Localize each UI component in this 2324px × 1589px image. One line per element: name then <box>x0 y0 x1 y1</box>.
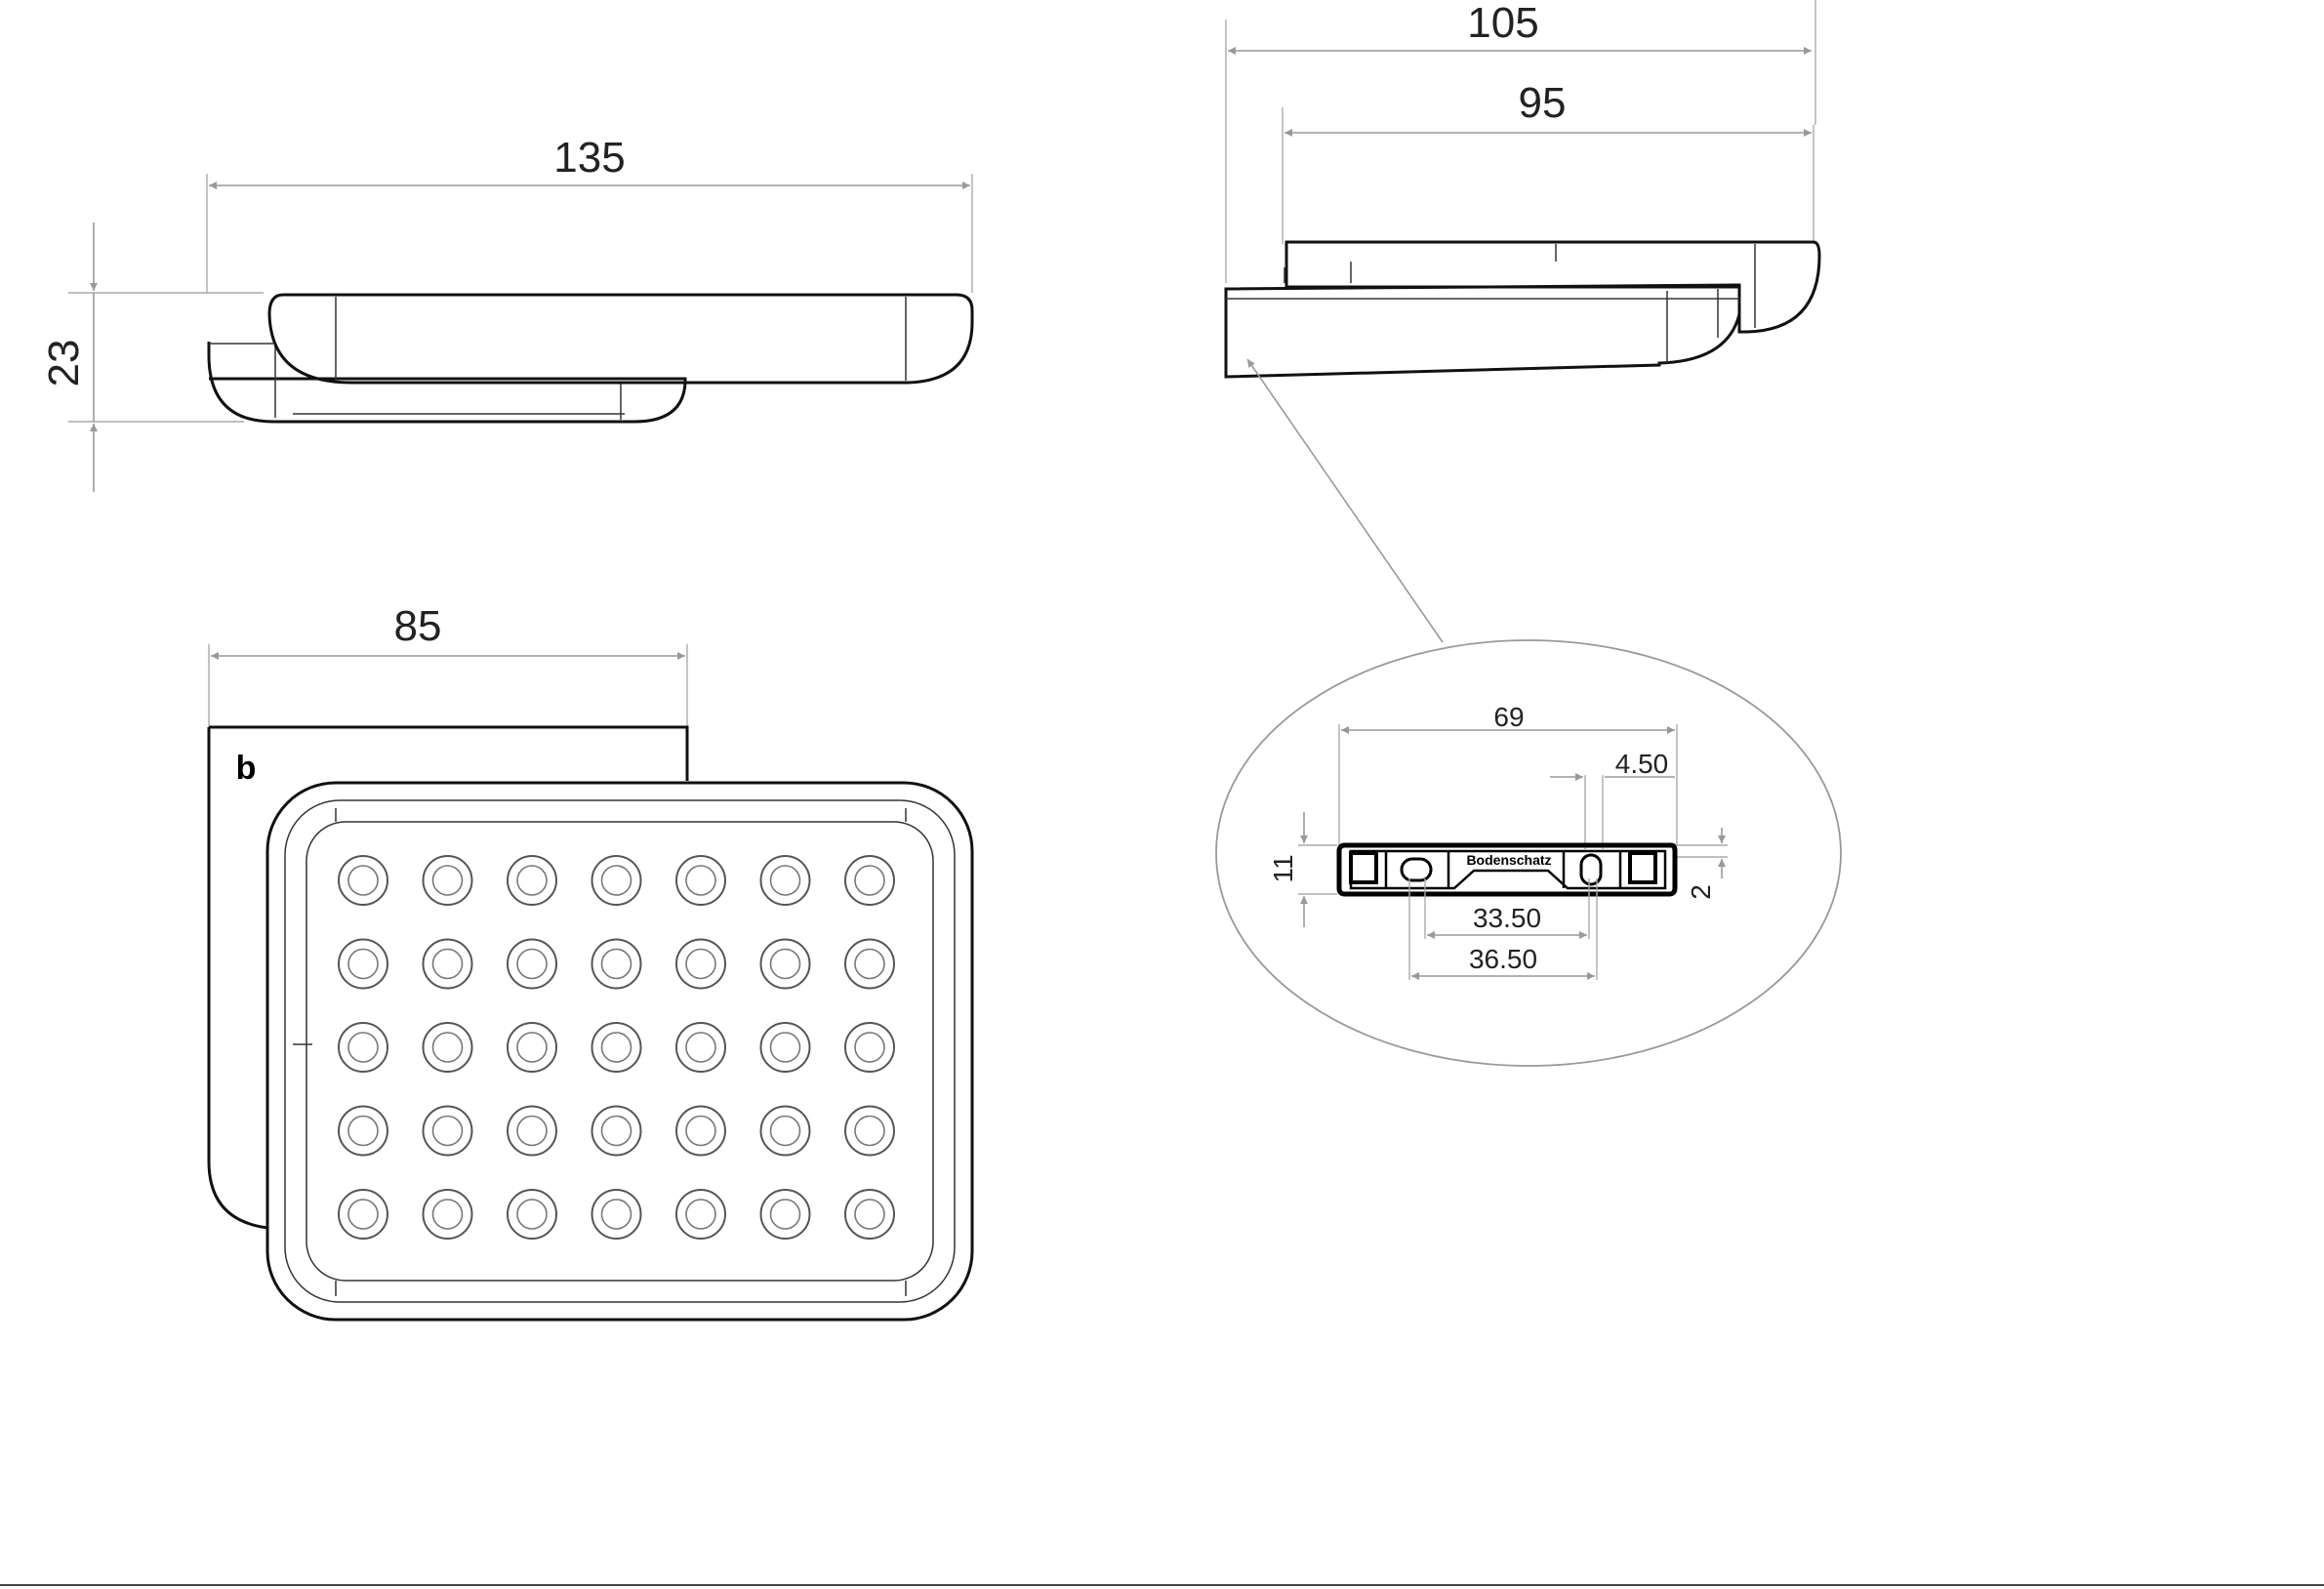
drain-hole <box>675 1105 726 1157</box>
bracket-slot-right <box>1579 853 1603 886</box>
drain-hole <box>338 1105 388 1157</box>
drain-hole <box>338 938 388 990</box>
dim-label-69: 69 <box>1493 702 1524 732</box>
drain-hole <box>759 855 811 906</box>
front-tray <box>267 293 974 385</box>
drain-hole <box>591 1022 642 1073</box>
logo-icon: b <box>236 750 257 787</box>
bracket-square-right <box>1628 851 1657 884</box>
drain-holes <box>338 855 895 1240</box>
drain-hole <box>759 1105 811 1157</box>
front-view: 135 23 <box>40 134 974 492</box>
drain-hole <box>422 855 473 906</box>
bracket-slot-left <box>1400 857 1433 882</box>
bracket-brand-label: Bodenschatz <box>1466 852 1551 868</box>
drain-hole <box>844 855 895 906</box>
drain-hole <box>591 938 642 990</box>
dim-label-11: 11 <box>1268 854 1298 882</box>
detail-leader <box>1246 358 1444 643</box>
drain-hole <box>507 938 557 990</box>
dim-label-4-50: 4.50 <box>1615 749 1669 779</box>
bracket-detail: 69 4.50 11 2 Bodenschatz <box>1215 639 1842 1067</box>
top-view: 85 b <box>207 602 974 1322</box>
dim-label-105: 105 <box>1467 0 1538 47</box>
drain-hole <box>759 1189 811 1240</box>
bracket-square-left <box>1349 851 1378 884</box>
drain-hole <box>338 1022 388 1073</box>
detail-ellipse <box>1215 639 1842 1067</box>
drain-hole <box>759 938 811 990</box>
front-bracket <box>207 342 687 424</box>
tray-outline <box>265 781 974 1322</box>
drain-hole <box>507 1022 557 1073</box>
drain-hole <box>338 1189 388 1240</box>
side-bracket <box>1224 283 1741 379</box>
drain-hole <box>422 1022 473 1073</box>
drain-hole <box>844 1022 895 1073</box>
drain-hole <box>675 1189 726 1240</box>
side-tray <box>1284 240 1821 334</box>
drain-hole <box>844 938 895 990</box>
dim-label-135: 135 <box>553 134 625 182</box>
drain-hole <box>591 1105 642 1157</box>
drain-hole <box>844 1189 895 1240</box>
drain-hole <box>507 1105 557 1157</box>
drain-hole <box>422 1105 473 1157</box>
drain-hole <box>675 1022 726 1073</box>
dim-label-95: 95 <box>1519 79 1567 127</box>
wall-plate <box>207 725 689 1230</box>
drain-hole <box>507 1189 557 1240</box>
drain-hole <box>759 1022 811 1073</box>
dim-label-23: 23 <box>40 340 88 387</box>
drain-hole <box>591 1189 642 1240</box>
drain-hole <box>338 855 388 906</box>
bracket-body <box>1336 842 1678 897</box>
dim-label-33-50: 33.50 <box>1473 903 1541 933</box>
drain-hole <box>422 938 473 990</box>
dim-label-2: 2 <box>1686 884 1716 900</box>
drain-hole <box>422 1189 473 1240</box>
drain-hole <box>591 855 642 906</box>
side-view: 105 95 <box>1224 0 1821 643</box>
dim-label-36-50: 36.50 <box>1469 944 1537 974</box>
dim-label-85: 85 <box>394 602 442 650</box>
drain-hole <box>675 855 726 906</box>
drain-hole <box>844 1105 895 1157</box>
drain-hole <box>507 855 557 906</box>
drain-hole <box>675 938 726 990</box>
